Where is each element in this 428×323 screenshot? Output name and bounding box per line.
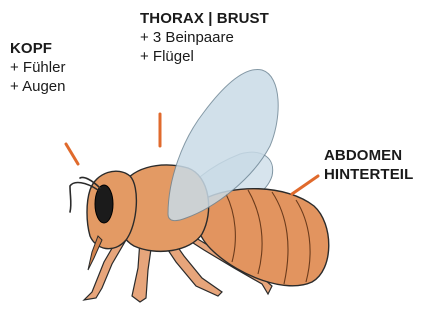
label-thorax: THORAX | BRUST + 3 Beinpaare + Flügel — [140, 10, 269, 66]
label-thorax-item-legs: + 3 Beinpaare — [140, 29, 269, 48]
label-abdomen-title-line-1: ABDOMEN — [324, 147, 413, 166]
label-head: KOPF + Fühler + Augen — [10, 40, 65, 96]
label-head-item-antennae: + Fühler — [10, 59, 65, 78]
label-thorax-item-wings: + Flügel — [140, 48, 269, 67]
label-abdomen-title-line-2: HINTERTEIL — [324, 166, 413, 185]
label-head-title: KOPF — [10, 40, 65, 59]
leader-line-head — [66, 144, 78, 164]
label-head-item-eyes: + Augen — [10, 78, 65, 97]
label-thorax-title: THORAX | BRUST — [140, 10, 269, 29]
leader-line-abdomen — [292, 176, 318, 194]
label-abdomen: ABDOMEN HINTERTEIL — [324, 147, 413, 185]
